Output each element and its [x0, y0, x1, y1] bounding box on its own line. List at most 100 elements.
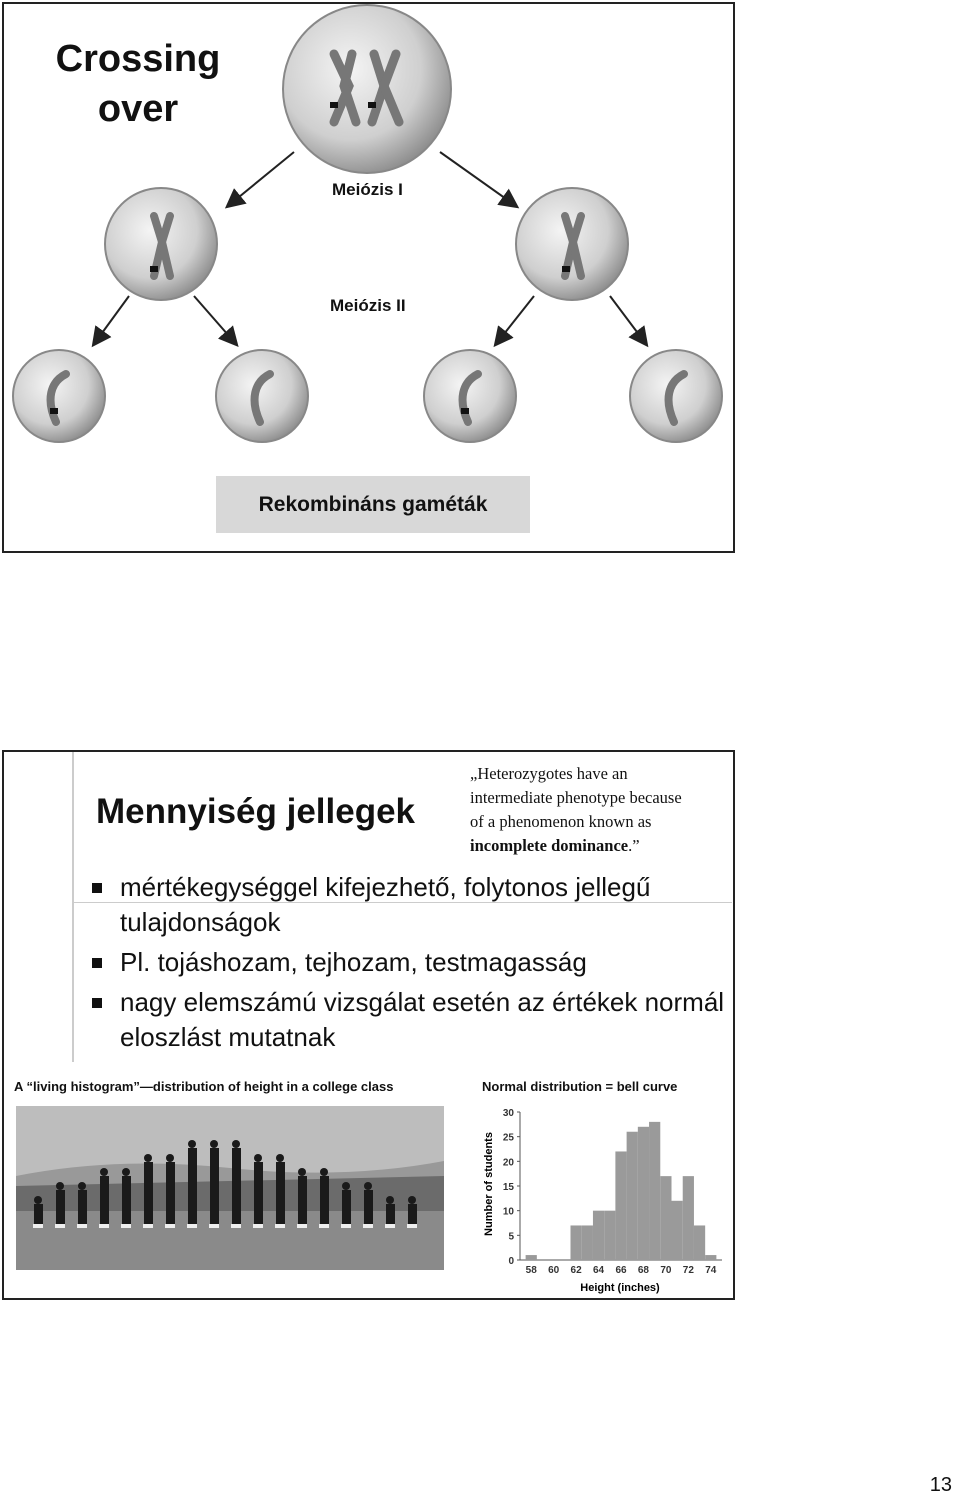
chart-x-axis-label: Height (inches) [580, 1282, 660, 1294]
slide-crossing-over: Crossing over Meiózis I Meiózis II Rekom… [2, 2, 735, 553]
x-tick-label: 60 [548, 1265, 560, 1276]
height-sign [187, 1224, 197, 1228]
histogram-bar [593, 1211, 604, 1260]
person-head [166, 1154, 174, 1162]
living-histogram-photo [16, 1106, 444, 1270]
x-tick-label: 66 [615, 1265, 627, 1276]
bullet-square-icon [92, 998, 102, 1008]
histogram-bar [604, 1211, 615, 1260]
bullet-item: nagy elemszámú vizsgálat esetén az érték… [86, 985, 726, 1055]
person-silhouette [122, 1176, 131, 1198]
histogram-bar [705, 1255, 716, 1260]
title-line-2: over [48, 84, 228, 134]
bullet-text: nagy elemszámú vizsgálat esetén az érték… [120, 987, 724, 1052]
x-tick-label: 72 [683, 1265, 695, 1276]
x-tick-label: 74 [705, 1265, 717, 1276]
slide-title: Mennyiség jellegek [96, 792, 415, 832]
quote-end: .” [628, 836, 639, 855]
person-silhouette [254, 1162, 263, 1184]
bullet-text: Pl. tojáshozam, tejhozam, testmagasság [120, 947, 587, 977]
chart-caption: Normal distribution = bell curve [482, 1079, 677, 1094]
bullet-text: mértékegységgel kifejezhető, folytonos j… [120, 872, 650, 937]
y-tick-label: 15 [503, 1182, 515, 1193]
slide-title: Crossing over [48, 34, 228, 134]
y-tick-label: 5 [508, 1231, 514, 1242]
height-sign [209, 1224, 219, 1228]
x-tick-label: 64 [593, 1265, 605, 1276]
person-head [254, 1154, 262, 1162]
person-silhouette [342, 1190, 351, 1212]
person-head [78, 1182, 86, 1190]
height-sign [319, 1224, 329, 1228]
height-sign [407, 1224, 417, 1228]
histogram-bar [660, 1176, 671, 1260]
page-number: 13 [930, 1474, 952, 1497]
person-silhouette [34, 1204, 43, 1226]
person-silhouette [320, 1176, 329, 1198]
person-head [408, 1196, 416, 1204]
height-sign [297, 1224, 307, 1228]
person-silhouette [56, 1190, 65, 1212]
x-tick-label: 70 [660, 1265, 672, 1276]
meiosis2-label: Meiózis II [330, 296, 406, 316]
person-silhouette [408, 1204, 417, 1226]
bullet-list: mértékegységgel kifejezhető, folytonos j… [86, 870, 726, 1060]
histogram-bar [649, 1122, 660, 1260]
person-head [298, 1168, 306, 1176]
person-silhouette [144, 1162, 153, 1184]
histogram-bar [638, 1127, 649, 1260]
meiosis1-label: Meiózis I [332, 180, 403, 200]
person-head [188, 1140, 196, 1148]
person-head [342, 1182, 350, 1190]
height-sign [77, 1224, 87, 1228]
histogram-bar [615, 1151, 626, 1260]
gamete-cell-3 [424, 350, 516, 442]
person-silhouette [210, 1148, 219, 1170]
person-silhouette [166, 1162, 175, 1184]
height-sign [121, 1224, 131, 1228]
height-sign [341, 1224, 351, 1228]
height-sign [231, 1224, 241, 1228]
meiosis1-cell-left [105, 188, 217, 300]
histogram-bar [672, 1201, 683, 1260]
chart-x-ticks: 586062646668707274 [526, 1265, 717, 1276]
bullet-square-icon [92, 958, 102, 968]
person-silhouette [78, 1190, 87, 1212]
person-silhouette [232, 1148, 241, 1170]
person-head [386, 1196, 394, 1204]
height-sign [55, 1224, 65, 1228]
person-silhouette [386, 1204, 395, 1226]
left-divider [72, 752, 74, 1062]
slide-quantitative-traits: Mennyiség jellegek „Heterozygotes have a… [2, 750, 735, 1300]
person-silhouette [364, 1190, 373, 1212]
bullet-square-icon [92, 883, 102, 893]
photo-caption: A “living histogram”—distribution of hei… [14, 1079, 393, 1094]
height-sign [33, 1224, 43, 1228]
bullet-item: Pl. tojáshozam, tejhozam, testmagasság [86, 945, 726, 980]
y-tick-label: 0 [508, 1256, 514, 1267]
person-head [232, 1140, 240, 1148]
quote-block: „Heterozygotes have an intermediate phen… [470, 762, 736, 858]
person-silhouette [100, 1176, 109, 1198]
bullet-item: mértékegységgel kifejezhető, folytonos j… [86, 870, 726, 940]
person-head [144, 1154, 152, 1162]
x-tick-label: 68 [638, 1265, 650, 1276]
quote-bold: incomplete dominance [470, 836, 628, 855]
gamete-cell-4 [630, 350, 722, 442]
meiosis1-cell-right [516, 188, 628, 300]
title-line-1: Crossing [48, 34, 228, 84]
height-sign [99, 1224, 109, 1228]
quote-line-2: intermediate phenotype because [470, 786, 736, 810]
histogram-bar [582, 1225, 593, 1260]
person-head [122, 1168, 130, 1176]
chart-y-axis-label: Number of students [483, 1132, 495, 1236]
person-head [276, 1154, 284, 1162]
quote-line-1: Heterozygotes have an [477, 764, 627, 783]
gamete-cell-2 [216, 350, 308, 442]
height-sign [253, 1224, 263, 1228]
x-tick-label: 58 [526, 1265, 538, 1276]
chart-bars [526, 1122, 717, 1260]
height-sign [385, 1224, 395, 1228]
histogram-bar [694, 1225, 705, 1260]
